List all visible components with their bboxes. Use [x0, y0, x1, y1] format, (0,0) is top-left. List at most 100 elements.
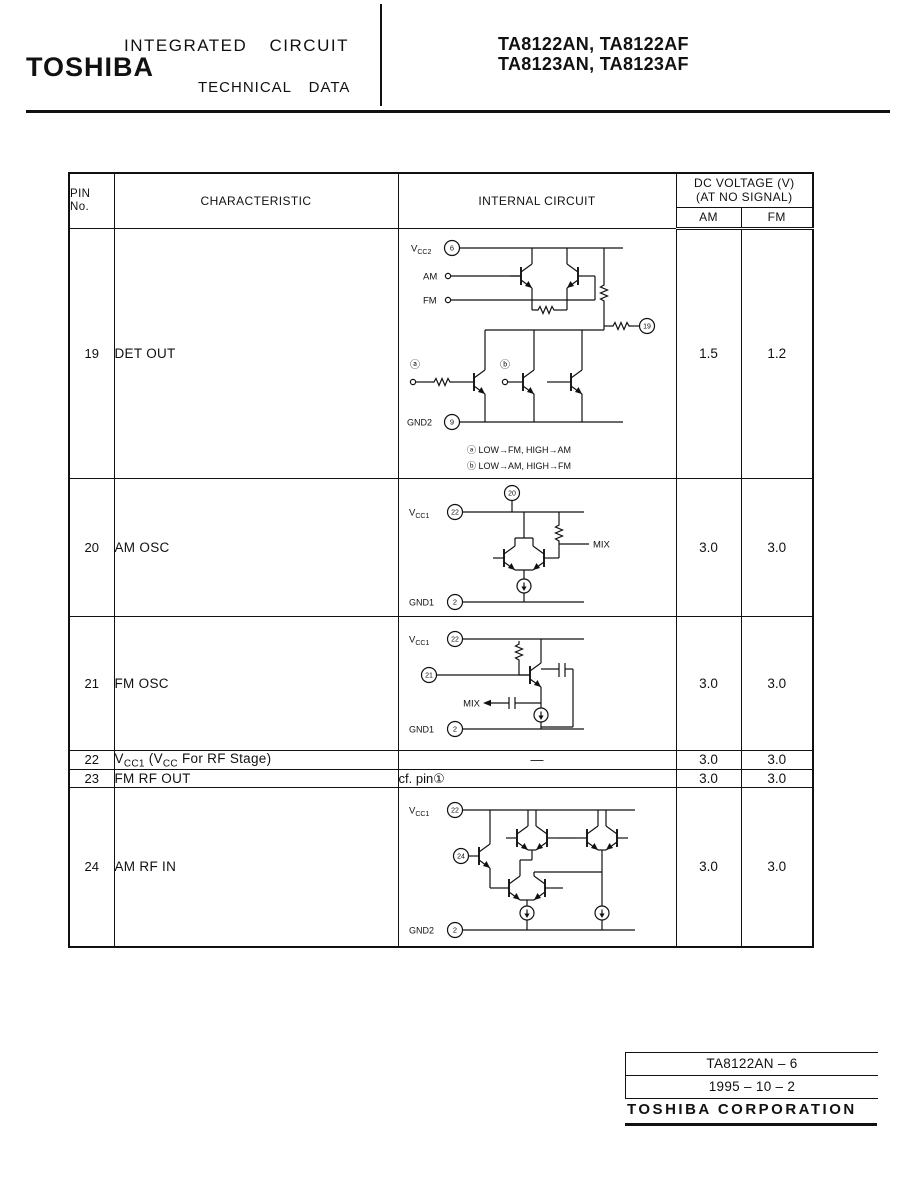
circuit-labels: 20 VCC1 22 MIX GND1 2	[409, 491, 611, 608]
pin-header-line2: No.	[70, 200, 90, 213]
am-input-label: AM	[423, 272, 437, 283]
characteristic-cell: DET OUT	[113, 227, 399, 479]
internal-circuit-cell: VCC1 22 21 MIX GND1 2	[397, 615, 677, 751]
rf-stage-text: For RF Stage)	[177, 750, 272, 766]
note-b: ⓑ LOW→AM, HIGH→FM	[467, 461, 571, 471]
table-row-pin23: 23 FM RF OUT cf. pin① 3.0 3.0	[68, 769, 814, 789]
characteristic-cell: FM OSC	[113, 615, 399, 751]
am-rf-in-circuit-diagram: VCC1 22 24 GND2 2	[409, 801, 635, 939]
part-numbers: TA8122AN, TA8122AF TA8123AN, TA8123AF	[498, 34, 689, 74]
column-header-fm: FM	[740, 206, 814, 230]
vcc-subscript: CC	[162, 758, 178, 770]
pin-22-marker: 22	[451, 510, 459, 517]
pin-21-marker: 21	[425, 673, 433, 680]
pin-number-cell: 21	[68, 615, 115, 751]
mix-label: MIX	[593, 540, 611, 551]
table-header-row: PIN No. CHARACTERISTIC INTERNAL CIRCUIT …	[68, 172, 814, 229]
pin-characteristics-table: PIN No. CHARACTERISTIC INTERNAL CIRCUIT …	[68, 172, 814, 948]
fm-voltage-cell: 1.2	[740, 227, 814, 479]
fm-voltage-cell: 3.0	[740, 477, 814, 617]
vcc1-text: V	[114, 750, 124, 766]
dc-voltage-line1: DC VOLTAGE (V)	[694, 176, 795, 191]
fm-osc-circuit-diagram: VCC1 22 21 MIX GND1 2	[409, 630, 584, 738]
column-header-internal-circuit: INTERNAL CIRCUIT	[397, 172, 677, 229]
internal-circuit-cell: —	[397, 749, 677, 771]
fm-voltage-cell: 3.0	[740, 749, 814, 771]
table-row-pin20: 20 AM OSC	[68, 477, 814, 617]
circuit-labels: VCC2 6 AM FM 19 ⓐ ⓑ GND2 9 ⓐ LOW→FM, HIG…	[407, 244, 651, 472]
circuit-labels: VCC1 22 24 GND2 2	[409, 805, 465, 935]
footer-doc-box: TA8122AN – 6 1995 – 10 – 2	[625, 1052, 878, 1099]
part-numbers-line2: TA8123AN, TA8123AF	[498, 54, 689, 74]
vcc1-label: VCC1	[409, 635, 429, 648]
circuit-labels: VCC1 22 21 MIX GND1 2	[409, 635, 481, 735]
am-voltage-cell: 3.0	[675, 749, 742, 771]
column-header-dc-voltage: DC VOLTAGE (V) (AT NO SIGNAL)	[675, 172, 814, 208]
pin-19-marker: 19	[643, 324, 651, 331]
am-voltage-cell: 3.0	[675, 787, 742, 948]
mark-a-label: ⓐ	[410, 359, 420, 371]
gnd2-label: GND2	[409, 925, 434, 935]
header-divider-line	[380, 4, 382, 106]
dc-voltage-line2: (AT NO SIGNAL)	[695, 190, 793, 205]
fm-voltage-cell: 3.0	[740, 787, 814, 948]
doc-date: 1995 – 10 – 2	[626, 1076, 878, 1099]
column-header-am: AM	[675, 206, 742, 230]
pin-2-marker: 2	[452, 725, 456, 734]
pin-2-marker: 2	[452, 926, 456, 935]
pin-header-line1: PIN	[70, 187, 91, 200]
fm-voltage-cell: 3.0	[740, 769, 814, 789]
pin-22-marker: 22	[451, 637, 459, 644]
pin-2-marker: 2	[452, 598, 456, 607]
pin-number-cell: 20	[68, 477, 115, 617]
characteristic-cell: VCC1 (VCC For RF Stage)	[113, 749, 399, 771]
header-integrated-circuit: INTEGRATED CIRCUIT	[124, 36, 349, 55]
fm-voltage-cell: 3.0	[740, 615, 814, 751]
pin-24-marker: 24	[457, 854, 465, 861]
table-row-pin22: 22 VCC1 (VCC For RF Stage) — 3.0 3.0	[68, 749, 814, 771]
pin-9-marker: 9	[449, 418, 453, 427]
table-row-pin19: 19 DET OUT	[68, 227, 814, 479]
table-row-pin21: 21 FM OSC	[68, 615, 814, 751]
column-header-characteristic: CHARACTERISTIC	[113, 172, 399, 229]
gnd1-label: GND1	[409, 725, 434, 735]
vcc1-label: VCC1	[409, 508, 429, 521]
characteristic-cell: FM RF OUT	[113, 769, 399, 789]
table-row-pin24: 24 AM RF IN	[68, 787, 814, 948]
pin-20-marker: 20	[508, 491, 516, 498]
am-voltage-cell: 3.0	[675, 477, 742, 617]
gnd1-label: GND1	[409, 598, 434, 608]
vcc1-label: VCC1	[409, 805, 429, 818]
am-voltage-cell: 3.0	[675, 769, 742, 789]
fm-input-label: FM	[423, 296, 437, 307]
pin-number-cell: 22	[68, 749, 115, 771]
internal-circuit-cell: 20 VCC1 22 MIX GND1 2	[397, 477, 677, 617]
pin-number-cell: 23	[68, 769, 115, 789]
am-voltage-cell: 3.0	[675, 615, 742, 751]
part-numbers-line1: TA8122AN, TA8122AF	[498, 34, 689, 54]
det-out-circuit-diagram: VCC2 6 AM FM 19 ⓐ ⓑ GND2 9 ⓐ LOW→FM, HIG…	[407, 239, 655, 472]
vcc-text: (V	[144, 750, 163, 766]
header-technical-data: TECHNICAL DATA	[198, 79, 351, 96]
table-subheader-row: AM FM	[69, 206, 814, 230]
characteristic-cell: AM RF IN	[113, 787, 399, 948]
pin-number-cell: 24	[68, 787, 115, 948]
header-rule	[26, 110, 890, 113]
toshiba-logo: TOSHIBA	[26, 52, 155, 82]
gnd2-label: GND2	[407, 418, 432, 428]
footer-rule	[625, 1123, 877, 1126]
internal-circuit-cell: VCC2 6 AM FM 19 ⓐ ⓑ GND2 9 ⓐ LOW→FM, HIG…	[397, 227, 677, 479]
pin-6-marker: 6	[449, 244, 453, 253]
note-a: ⓐ LOW→FM, HIGH→AM	[467, 445, 571, 455]
characteristic-cell: AM OSC	[113, 477, 399, 617]
am-osc-circuit-diagram: 20 VCC1 22 MIX GND1 2	[409, 484, 611, 611]
vcc1-subscript: CC1	[123, 758, 145, 770]
pin-number-cell: 19	[68, 227, 115, 479]
internal-circuit-cell: cf. pin①	[397, 769, 677, 789]
vcc2-label: VCC2	[411, 244, 431, 257]
am-voltage-cell: 1.5	[675, 227, 742, 479]
doc-number: TA8122AN – 6	[626, 1053, 878, 1076]
pin-22-marker: 22	[451, 808, 459, 815]
column-header-pin: PIN No.	[68, 172, 115, 229]
